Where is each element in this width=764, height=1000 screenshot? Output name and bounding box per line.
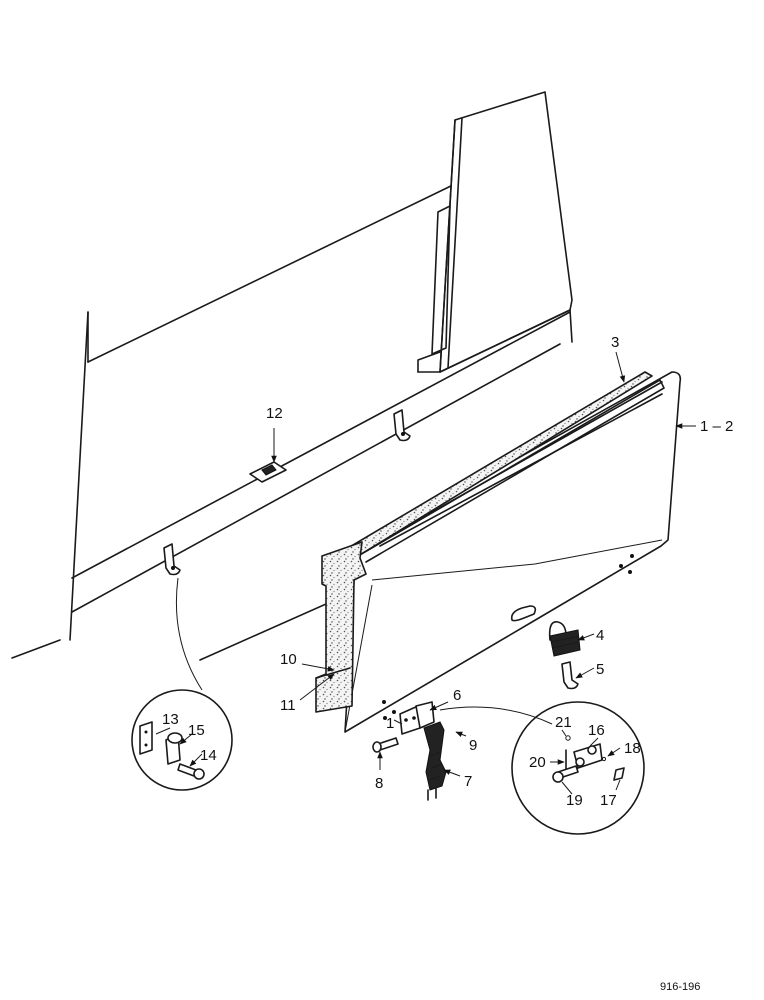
callout-labels: 1 – 2 3 4 5 6 7 8 9 10 11 12 1 13 14 15 … <box>162 334 733 809</box>
callout-1: 1 <box>386 715 394 732</box>
hinge-assembly <box>372 701 553 801</box>
callout-20: 20 <box>529 754 546 771</box>
callout-3: 3 <box>611 334 619 351</box>
callout-1-2: 1 – 2 <box>700 418 733 435</box>
callout-19: 19 <box>566 792 583 809</box>
callout-4: 4 <box>596 627 604 644</box>
callout-5: 5 <box>596 661 604 678</box>
callout-13: 13 <box>162 711 179 728</box>
callout-9: 9 <box>469 737 477 754</box>
sill-bracket <box>393 409 411 442</box>
callout-21: 21 <box>555 714 572 731</box>
callout-8: 8 <box>375 775 383 792</box>
body-bracket <box>163 543 203 691</box>
leader-lines <box>155 351 696 795</box>
callout-6: 6 <box>453 687 461 704</box>
callout-15: 15 <box>188 722 205 739</box>
callout-17: 17 <box>600 792 617 809</box>
cab-body <box>11 91 573 661</box>
lock-assembly <box>548 621 581 690</box>
callout-10: 10 <box>280 651 297 668</box>
callout-12: 12 <box>266 405 283 422</box>
callout-14: 14 <box>200 747 217 764</box>
detail-circle-right <box>511 701 645 835</box>
striker-plate <box>249 461 287 483</box>
callout-16: 16 <box>588 722 605 739</box>
figure-reference: 916-196 <box>660 981 700 993</box>
detail-circle-left <box>131 689 233 791</box>
callout-7: 7 <box>464 773 472 790</box>
callout-18: 18 <box>624 740 641 757</box>
callout-11: 11 <box>280 697 296 714</box>
